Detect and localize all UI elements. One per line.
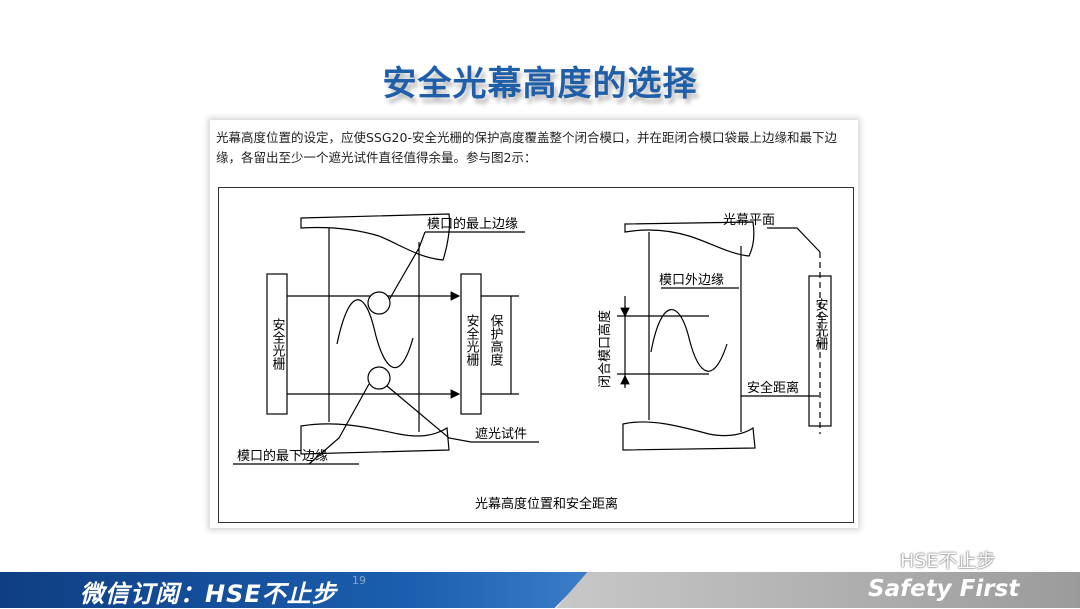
label-plane: 光幕平面	[723, 213, 775, 228]
label-bottom-edge: 模口的最下边缘	[237, 448, 328, 464]
label-test-piece: 遮光试件	[475, 426, 527, 442]
label-protection-height: 保护高度	[488, 314, 504, 366]
diagram-figure: 模口的最上边缘 模口的最下边缘 遮光试件 光幕平面 模口外边缘 安全距离 光幕高…	[233, 213, 832, 512]
description-text: 光幕高度位置的设定，应使SSG20-安全光栅的保护高度覆盖整个闭合模口，并在距闭…	[216, 130, 837, 165]
label-right-curtain: 安全光栅	[464, 314, 480, 367]
figure-box: 模口的最上边缘 模口的最下边缘 遮光试件 光幕平面 模口外边缘 安全距离 光幕高…	[218, 187, 854, 523]
test-piece-top	[367, 291, 391, 315]
footer-right-bar	[556, 572, 1080, 608]
upper-mold-left	[300, 213, 451, 261]
content-panel: 光幕高度位置的设定，应使SSG20-安全光栅的保护高度覆盖整个闭合模口，并在距闭…	[210, 120, 858, 528]
footer-left-text: 微信订阅：HSE不止步	[80, 580, 337, 608]
left-curtain-receiver	[460, 273, 482, 415]
lower-mold-left	[300, 423, 450, 455]
page-number: 19	[352, 574, 366, 587]
label-outer-edge: 模口外边缘	[659, 273, 724, 288]
label-left-curtain: 安全光栅	[270, 318, 286, 371]
wechat-icon	[868, 548, 896, 570]
slide-title: 安全光幕高度的选择	[382, 64, 698, 104]
watermark-text: HSE不止步	[900, 549, 996, 572]
label-right-curtain-2: 安全光栅	[813, 298, 829, 351]
upper-mold-right	[624, 221, 755, 257]
label-top-edge: 模口的最上边缘	[427, 216, 518, 232]
footer-left-bar	[0, 572, 590, 608]
figure-caption: 光幕高度位置和安全距离	[475, 496, 618, 512]
left-curtain-emitter	[266, 273, 288, 415]
lower-mold-right	[622, 421, 756, 451]
test-piece-bottom	[367, 366, 391, 390]
watermark: HSE不止步	[868, 546, 995, 572]
label-closed-height: 闭合模口高度	[597, 310, 613, 388]
label-safety-distance: 安全距离	[747, 380, 799, 396]
footer-right-text: Safety First	[868, 576, 1020, 602]
